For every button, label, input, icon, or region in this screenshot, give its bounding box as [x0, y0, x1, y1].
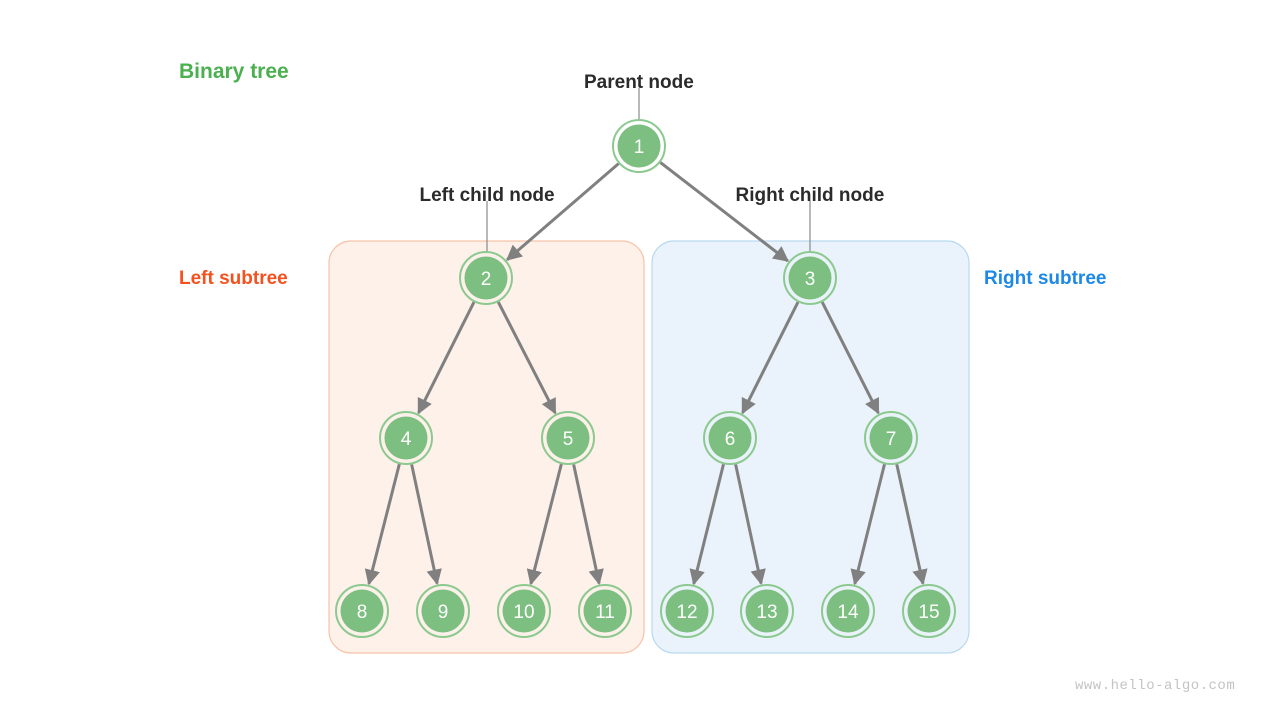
tree-edge-n5-to-n10	[526, 463, 563, 586]
node-circle	[464, 256, 508, 300]
tree-node-15[interactable]: 15	[902, 584, 956, 638]
tree-edge-n6-to-n13	[734, 464, 766, 586]
node-ring	[783, 251, 837, 305]
node-value: 13	[756, 602, 777, 623]
tree-edge-n1-to-n2	[506, 162, 620, 261]
tree-edge-n7-to-n15	[895, 464, 928, 586]
tree-node-5[interactable]: 5	[541, 411, 595, 465]
node-ring	[335, 584, 389, 638]
node-circle	[665, 589, 709, 633]
tree-edge-n2-to-n4	[417, 301, 476, 415]
node-value: 8	[357, 602, 368, 623]
node-ring	[578, 584, 632, 638]
node-circle	[745, 589, 789, 633]
node-value: 6	[725, 429, 736, 450]
node-circle	[340, 589, 384, 633]
node-circle	[502, 589, 546, 633]
node-ring	[497, 584, 551, 638]
tree-node-1[interactable]: 1	[612, 119, 666, 173]
tree-edge-n4-to-n9	[410, 464, 442, 586]
tree-node-13[interactable]: 13	[740, 584, 794, 638]
node-circle	[907, 589, 951, 633]
node-value: 7	[886, 429, 897, 450]
node-value: 10	[513, 602, 534, 623]
node-value: 9	[438, 602, 449, 623]
node-value: 12	[676, 602, 697, 623]
node-circle	[788, 256, 832, 300]
node-ring	[416, 584, 470, 638]
watermark: www.hello-algo.com	[1075, 678, 1236, 694]
node-value: 15	[918, 602, 939, 623]
node-ring	[902, 584, 956, 638]
tree-node-7[interactable]: 7	[864, 411, 918, 465]
node-value: 5	[563, 429, 574, 450]
node-value: 4	[401, 429, 412, 450]
tree-node-10[interactable]: 10	[497, 584, 551, 638]
left-child-node-label: Left child node	[419, 185, 555, 206]
node-value: 14	[837, 602, 859, 623]
tree-node-12[interactable]: 12	[660, 584, 714, 638]
tree-edge-n4-to-n8	[364, 463, 401, 586]
tree-edge-n2-to-n5	[496, 301, 557, 415]
tree-node-4[interactable]: 4	[379, 411, 433, 465]
node-circle	[583, 589, 627, 633]
right-child-node-label: Right child node	[735, 185, 885, 206]
tree-node-9[interactable]: 9	[416, 584, 470, 638]
tree-node-3[interactable]: 3	[783, 251, 837, 305]
tree-edge-n1-to-n3	[659, 161, 790, 263]
node-circle	[617, 124, 661, 168]
node-ring	[612, 119, 666, 173]
node-circle	[708, 416, 752, 460]
node-value: 3	[805, 269, 816, 290]
node-ring	[821, 584, 875, 638]
tree-edge-n7-to-n14	[850, 463, 886, 586]
tree-node-14[interactable]: 14	[821, 584, 875, 638]
node-ring	[459, 251, 513, 305]
tree-node-11[interactable]: 11	[578, 584, 632, 638]
tree-node-2[interactable]: 2	[459, 251, 513, 305]
node-ring	[379, 411, 433, 465]
tree-edge-n6-to-n12	[689, 463, 725, 586]
left-subtree-label: Left subtree	[179, 268, 288, 289]
node-value: 11	[595, 602, 615, 623]
page-title: Binary tree	[179, 60, 289, 83]
node-value: 2	[481, 269, 492, 290]
node-ring	[740, 584, 794, 638]
tree-node-8[interactable]: 8	[335, 584, 389, 638]
tree-edge-n3-to-n7	[820, 301, 880, 415]
parent-node-label: Parent node	[584, 72, 694, 93]
node-ring	[703, 411, 757, 465]
node-circle	[384, 416, 428, 460]
node-circle	[826, 589, 870, 633]
tree-edge-n5-to-n11	[572, 464, 604, 586]
node-circle	[421, 589, 465, 633]
right-subtree-label: Right subtree	[984, 268, 1107, 289]
tree-edge-n3-to-n6	[741, 301, 800, 415]
node-ring	[660, 584, 714, 638]
tree-node-6[interactable]: 6	[703, 411, 757, 465]
node-value: 1	[634, 137, 645, 158]
node-circle	[546, 416, 590, 460]
node-ring	[864, 411, 918, 465]
node-circle	[869, 416, 913, 460]
node-ring	[541, 411, 595, 465]
